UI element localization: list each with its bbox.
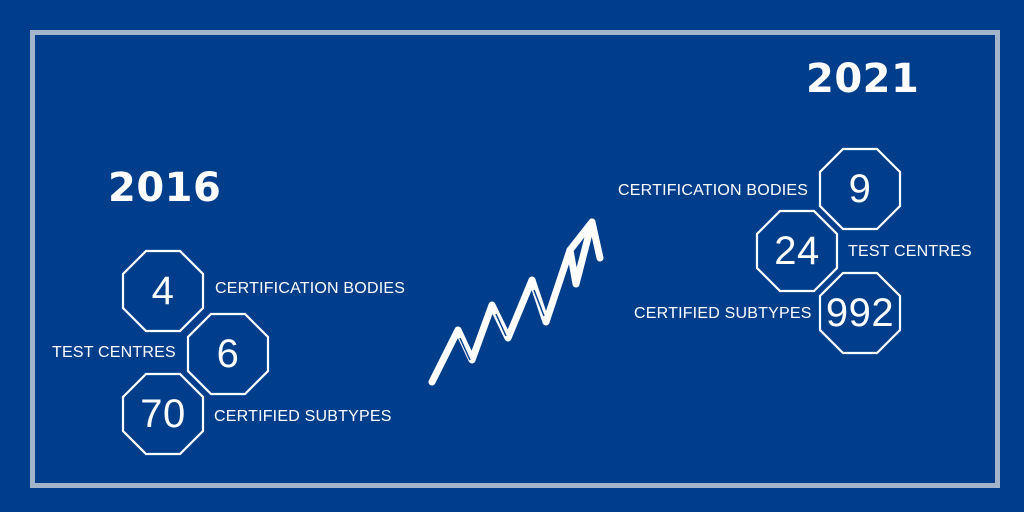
stat-badge-test-centres-2021: 24	[755, 209, 839, 293]
stat-label: CERTIFICATION BODIES	[215, 280, 406, 297]
stat-badge-certified-subtypes-2021: 992	[818, 271, 902, 355]
stat-value: 70	[140, 391, 186, 436]
stat-value: 992	[825, 290, 895, 335]
stat-badge-test-centres-2016: 6	[186, 312, 270, 396]
stat-value: 9	[848, 166, 872, 211]
year-2021-heading: 2021	[806, 56, 920, 102]
stat-value: 6	[216, 331, 240, 376]
stat-badge-certified-subtypes-2016: 70	[121, 372, 205, 456]
growth-arrow-icon	[428, 218, 604, 386]
stat-value: 4	[151, 268, 175, 313]
year-2016-heading: 2016	[108, 165, 222, 211]
stat-label: CERTIFIED SUBTYPES	[634, 305, 812, 322]
stat-label: CERTIFIED SUBTYPES	[214, 408, 392, 425]
stat-badge-certification-bodies-2016: 4	[121, 249, 205, 333]
stat-label: TEST CENTRES	[52, 344, 176, 361]
stat-label: TEST CENTRES	[848, 243, 972, 260]
stat-badge-certification-bodies-2021: 9	[818, 147, 902, 231]
stat-value: 24	[774, 228, 820, 273]
infographic-frame	[30, 30, 1000, 488]
stat-label: CERTIFICATION BODIES	[618, 182, 809, 199]
